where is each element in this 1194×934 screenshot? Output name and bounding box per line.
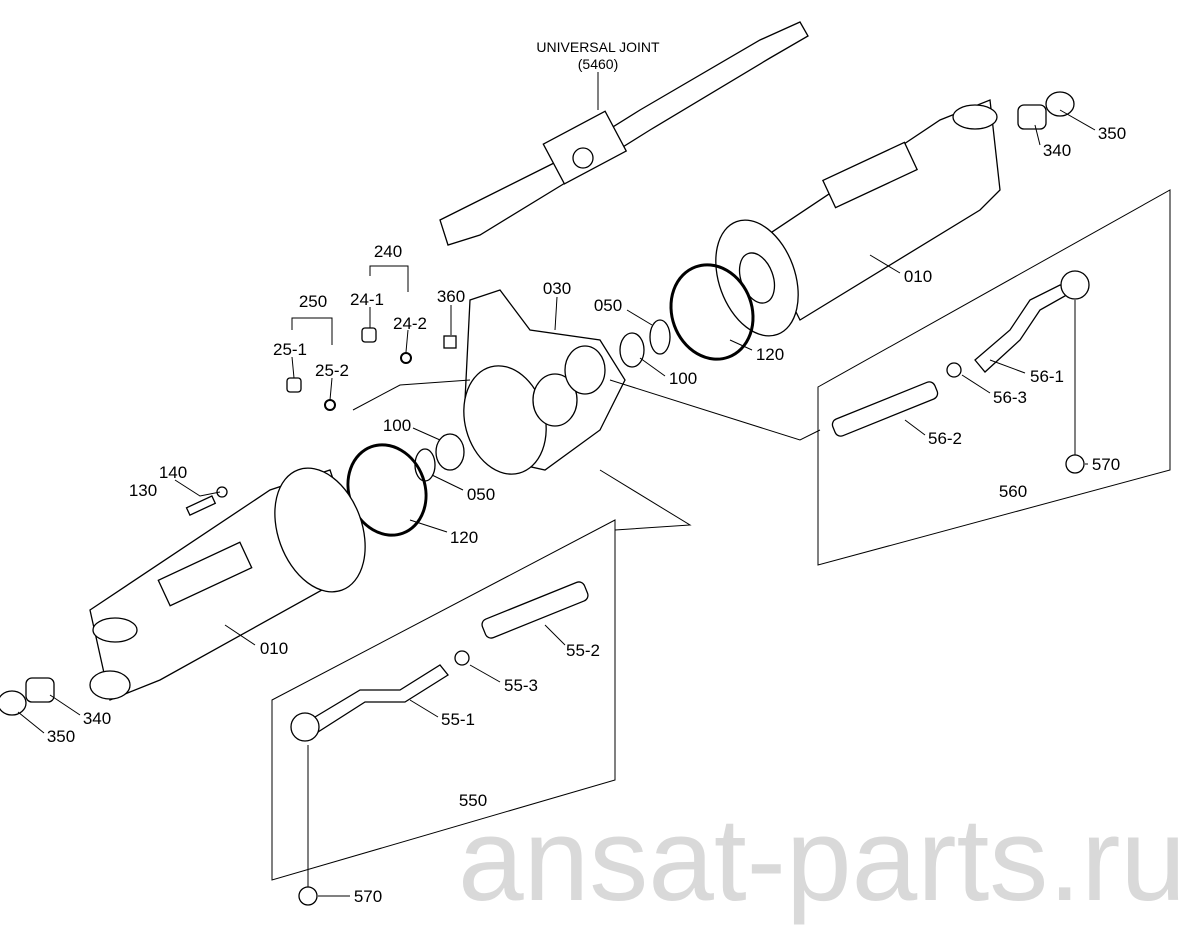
part-label[interactable]: 55-3 <box>504 676 538 695</box>
universal-joint-title: UNIVERSAL JOINT <box>536 39 660 55</box>
part-label[interactable]: 56-2 <box>928 429 962 448</box>
universal-joint-part <box>439 21 809 246</box>
axle-housing-top <box>715 99 1001 337</box>
part-label[interactable]: 55-1 <box>441 710 475 729</box>
bushing-340-top <box>1017 104 1047 130</box>
seal-350-bottom <box>0 690 27 716</box>
ring-050-top <box>649 319 671 355</box>
part-label[interactable]: 140 <box>159 463 187 482</box>
axle-housing-bottom <box>89 467 366 701</box>
bushing-340-bottom <box>25 677 55 703</box>
bearing-100-mid <box>435 433 465 471</box>
part-label[interactable]: 24-2 <box>393 314 427 333</box>
part-label[interactable]: 030 <box>543 279 571 298</box>
o-ring-25-2 <box>324 399 336 411</box>
washer-140 <box>216 486 228 498</box>
part-label[interactable]: 570 <box>354 887 382 906</box>
part-label[interactable]: 340 <box>83 709 111 728</box>
part-label[interactable]: 050 <box>467 485 495 504</box>
part-label[interactable]: 24-1 <box>350 290 384 309</box>
center-housing <box>463 289 626 475</box>
part-label[interactable]: 130 <box>129 481 157 500</box>
part-label[interactable]: 120 <box>450 528 478 547</box>
bolt-360 <box>443 335 457 349</box>
part-label[interactable]: 240 <box>374 242 402 261</box>
part-label[interactable]: 350 <box>47 727 75 746</box>
plug-24-1 <box>361 327 377 343</box>
part-label[interactable]: 050 <box>594 296 622 315</box>
part-label[interactable]: 120 <box>756 345 784 364</box>
plug-25-1 <box>286 377 302 393</box>
part-label[interactable]: 100 <box>383 416 411 435</box>
part-label[interactable]: 360 <box>437 287 465 306</box>
part-label[interactable]: 25-2 <box>315 361 349 380</box>
part-label[interactable]: 560 <box>999 482 1027 501</box>
o-ring-24-2 <box>400 352 412 364</box>
part-label[interactable]: 570 <box>1092 455 1120 474</box>
part-label[interactable]: 100 <box>669 369 697 388</box>
part-label[interactable]: 010 <box>260 639 288 658</box>
tie-rod-560 <box>817 189 1171 566</box>
part-label[interactable]: 25-1 <box>273 340 307 359</box>
part-label[interactable]: 340 <box>1043 141 1071 160</box>
bolt-130 <box>185 495 217 516</box>
watermark: ansat-parts.ru <box>458 794 1186 926</box>
o-ring-120-top <box>669 263 755 361</box>
seal-350-top <box>1045 91 1075 117</box>
part-label[interactable]: 55-2 <box>566 641 600 660</box>
part-label[interactable]: 550 <box>459 791 487 810</box>
tie-rod-550 <box>271 519 616 906</box>
part-label[interactable]: 010 <box>904 267 932 286</box>
part-label[interactable]: 350 <box>1098 124 1126 143</box>
part-label[interactable]: 56-1 <box>1030 367 1064 386</box>
universal-joint-code: (5460) <box>578 56 618 72</box>
leader-lines <box>17 109 1096 897</box>
part-label[interactable]: 56-3 <box>993 388 1027 407</box>
bearing-100-top <box>619 332 645 368</box>
part-label[interactable]: 250 <box>299 292 327 311</box>
